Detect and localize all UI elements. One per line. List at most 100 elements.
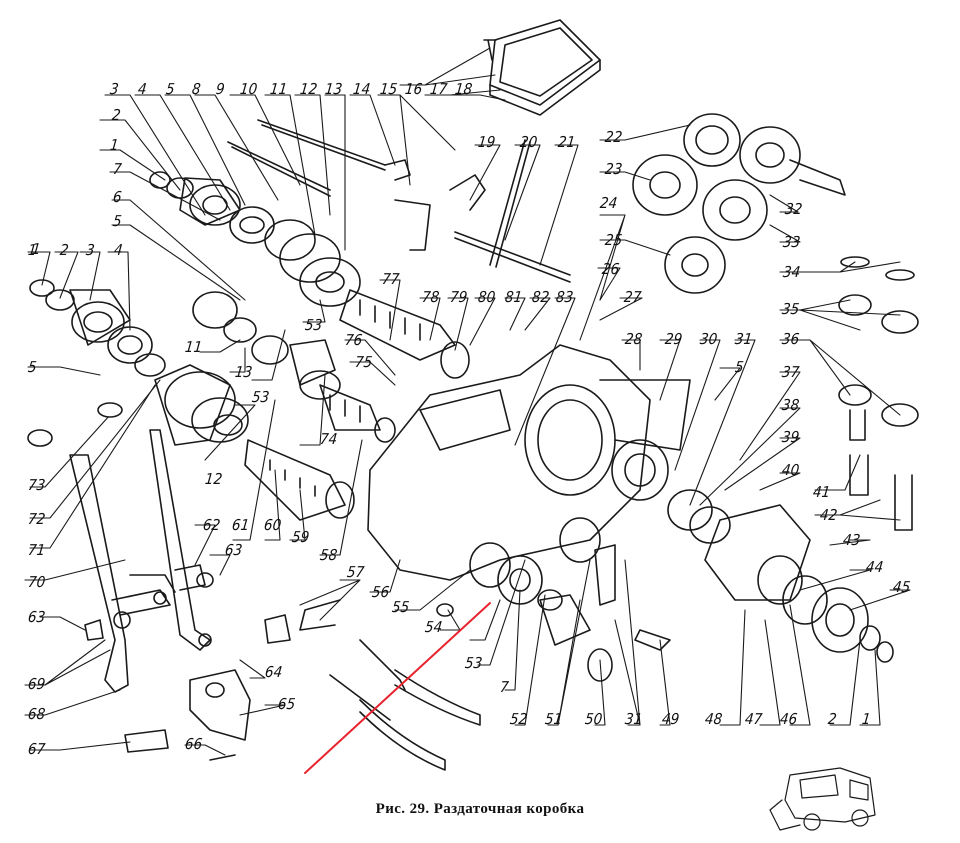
- callout-53: 53: [304, 316, 324, 334]
- callout-5: 5: [734, 358, 745, 376]
- callout-45: 45: [892, 578, 912, 596]
- callout-24: 24: [599, 194, 619, 212]
- callout-80: 80: [477, 288, 497, 306]
- callout-79: 79: [449, 288, 469, 306]
- callout-38: 38: [781, 396, 801, 414]
- callout-19: 19: [477, 133, 497, 151]
- callout-2: 2: [111, 106, 122, 124]
- callout-18: 18: [454, 80, 474, 98]
- callout-1: 1: [861, 710, 872, 728]
- callout-6: 6: [112, 188, 123, 206]
- callout-15: 15: [379, 80, 399, 98]
- callout-69: 69: [27, 675, 47, 693]
- leader-lines: [24, 47, 911, 756]
- callout-39: 39: [781, 428, 801, 446]
- callout-34: 34: [782, 263, 802, 281]
- callout-49: 49: [661, 710, 681, 728]
- callout-48: 48: [704, 710, 724, 728]
- callout-53: 53: [251, 388, 271, 406]
- callout-40: 40: [781, 461, 801, 479]
- callout-8: 8: [191, 80, 202, 98]
- callout-5: 5: [27, 358, 38, 376]
- callout-78: 78: [421, 288, 441, 306]
- callout-57: 57: [346, 563, 366, 581]
- top-cover: [483, 19, 601, 116]
- callout-27: 27: [623, 288, 643, 306]
- callout-11: 11: [184, 338, 204, 356]
- callout-72: 72: [27, 510, 47, 528]
- gear-cluster: [632, 113, 919, 531]
- rear-cover: [704, 504, 894, 663]
- callout-17: 17: [429, 80, 449, 98]
- callout-28: 28: [624, 330, 644, 348]
- callout-63: 63: [27, 608, 47, 626]
- callout-3: 3: [85, 241, 96, 259]
- callout-12: 12: [204, 470, 224, 488]
- callout-33: 33: [782, 233, 802, 251]
- callout-9: 9: [215, 80, 226, 98]
- highlight-arrow: [304, 602, 491, 774]
- callout-23: 23: [604, 160, 624, 178]
- callout-44: 44: [865, 558, 885, 576]
- callout-5: 5: [112, 212, 123, 230]
- callout-32: 32: [784, 200, 804, 218]
- callout-51: 51: [544, 710, 564, 728]
- callout-61: 61: [231, 516, 251, 534]
- callout-2: 2: [59, 241, 70, 259]
- callout-53: 53: [464, 654, 484, 672]
- callout-41: 41: [812, 483, 832, 501]
- callout-7: 7: [499, 678, 510, 696]
- callout-25: 25: [604, 231, 624, 249]
- callout-68: 68: [27, 705, 47, 723]
- callout-60: 60: [263, 516, 283, 534]
- callout-65: 65: [277, 695, 297, 713]
- upper-shaft-stack: [149, 171, 470, 443]
- shift-rods: [227, 119, 571, 283]
- callout-29: 29: [664, 330, 684, 348]
- callout-1: 1: [109, 136, 120, 154]
- callout-46: 46: [779, 710, 799, 728]
- callout-21: 21: [557, 133, 577, 151]
- callout-76: 76: [344, 331, 364, 349]
- callout-63: 63: [224, 541, 244, 559]
- callout-13: 13: [234, 363, 254, 381]
- callout-66: 66: [184, 735, 204, 753]
- callout-10: 10: [239, 80, 259, 98]
- callout-59: 59: [291, 528, 311, 546]
- callout-22: 22: [604, 128, 624, 146]
- callout-54: 54: [424, 618, 444, 636]
- callout-70: 70: [27, 573, 47, 591]
- callout-7: 7: [112, 160, 123, 178]
- callout-26: 26: [601, 260, 621, 278]
- callout-73: 73: [27, 476, 47, 494]
- callout-52: 52: [509, 710, 529, 728]
- callout-20: 20: [519, 133, 539, 151]
- callout-35: 35: [781, 300, 801, 318]
- lower-parts: [84, 517, 671, 771]
- callout-77: 77: [381, 270, 401, 288]
- callout-71: 71: [27, 541, 47, 559]
- callout-30: 30: [699, 330, 719, 348]
- callout-82: 82: [531, 288, 551, 306]
- callout-13: 13: [324, 80, 344, 98]
- callout-64: 64: [264, 663, 284, 681]
- callout-31: 31: [734, 330, 754, 348]
- callout-37: 37: [781, 363, 801, 381]
- callout-83: 83: [555, 288, 575, 306]
- callout-16: 16: [404, 80, 424, 98]
- callout-67: 67: [27, 740, 47, 758]
- callout-4: 4: [137, 80, 148, 98]
- callout-55: 55: [391, 598, 411, 616]
- callout-62: 62: [202, 516, 222, 534]
- callout-81: 81: [504, 288, 524, 306]
- callout-11: 11: [269, 80, 289, 98]
- truck-silhouette: [769, 767, 876, 831]
- callout-75: 75: [354, 353, 374, 371]
- callout-56: 56: [371, 583, 391, 601]
- callout-42: 42: [819, 506, 839, 524]
- main-housing: [367, 344, 731, 581]
- callout-58: 58: [319, 546, 339, 564]
- callout-4: 4: [113, 241, 124, 259]
